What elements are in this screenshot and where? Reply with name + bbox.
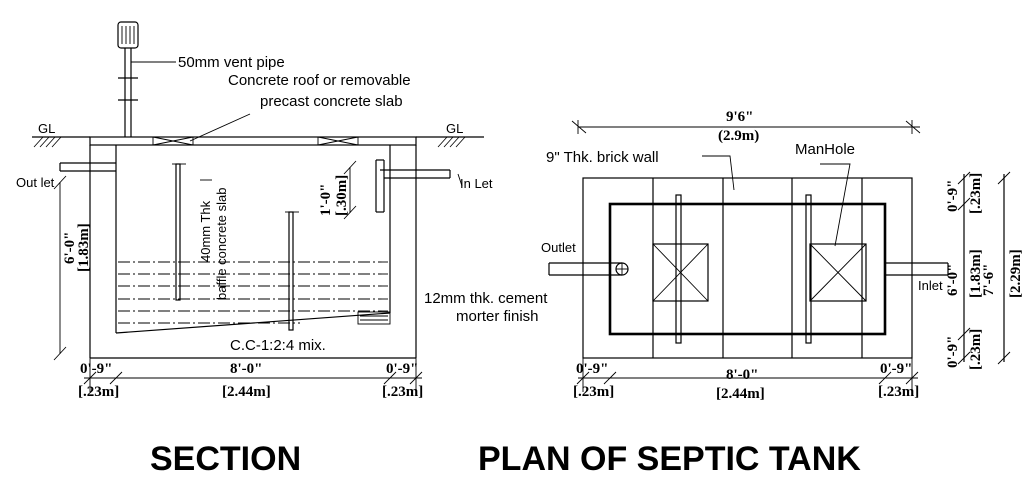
roof-slab xyxy=(89,136,417,146)
plan-inner-width-m: [1.83m] xyxy=(968,249,984,298)
plan-inner-tank xyxy=(608,202,887,336)
plan-outlet-label: Outlet xyxy=(541,240,576,255)
finish-label-line1: 12mm thk. cement xyxy=(424,290,548,307)
cement-finish-patch xyxy=(357,311,391,325)
plan-bottom-wall-m: [.23m] xyxy=(968,329,984,370)
depth-m: [1.83m] xyxy=(76,223,92,272)
section-wall-right-m: [.23m] xyxy=(382,384,423,400)
plan-bottom-wall-ft: 0'-9" xyxy=(945,336,961,369)
base-label: C.C-1:2:4 mix. xyxy=(230,337,326,354)
plan-inlet-label: Inlet xyxy=(918,278,943,293)
depth-ft: 6'-0" xyxy=(62,232,78,265)
manhole-box-1 xyxy=(652,243,709,302)
section-length-m: [2.44m] xyxy=(222,384,271,400)
removable-slab-right xyxy=(317,136,359,146)
section-wall-right-ft: 0'-9" xyxy=(386,361,419,377)
plan-wall-leader xyxy=(702,155,735,191)
roof-leader xyxy=(189,113,251,142)
removable-slab-left xyxy=(152,136,194,146)
plan-overall-ft: 9'6" xyxy=(726,109,754,125)
gl-label-right: GL xyxy=(446,121,463,136)
plan-wall-label: 9" Thk. brick wall xyxy=(546,149,659,166)
plan-title: PLAN OF SEPTIC TANK xyxy=(478,440,861,478)
vent-pipe-label: 50mm vent pipe xyxy=(178,54,285,71)
baffle-label-line1: 40mm Thk xyxy=(198,200,213,262)
baffle-wall-1 xyxy=(175,163,181,301)
gl-label-left: GL xyxy=(38,121,55,136)
plan-wall-left-ft: 0'-9" xyxy=(576,361,609,377)
plan-baffle-1 xyxy=(675,194,682,344)
plan-top-wall-ft: 0'-9" xyxy=(945,180,961,213)
plan-length-m: [2.44m] xyxy=(716,386,765,402)
inlet-drop-ft: 1'-0" xyxy=(318,184,334,217)
plan-baffle-2 xyxy=(805,194,812,344)
section-view: GL GL 50mm vent pi xyxy=(16,21,548,478)
roof-label-line1: Concrete roof or removable xyxy=(228,72,411,89)
plan-outer-wall xyxy=(582,177,913,359)
plan-total-width-ft: 7'-6" xyxy=(981,264,997,297)
section-wall-left-ft: 0'-9" xyxy=(80,361,113,377)
finish-label-line2: morter finish xyxy=(456,308,539,325)
plan-total-width-m: [2.29m] xyxy=(1008,249,1024,298)
section-wall-left-m: [.23m] xyxy=(78,384,119,400)
baffle-wall-2 xyxy=(288,211,294,331)
outlet-label: Out let xyxy=(16,175,55,190)
manhole-leader xyxy=(820,163,851,247)
section-title: SECTION xyxy=(150,440,301,478)
plan-wall-left-m: [.23m] xyxy=(573,384,614,400)
roof-label-line2: precast concrete slab xyxy=(260,93,403,110)
inlet-label: In Let xyxy=(460,176,493,191)
plan-length-ft: 8'-0" xyxy=(726,367,759,383)
plan-top-wall-m: [.23m] xyxy=(968,173,984,214)
section-length-ft: 8'-0" xyxy=(230,361,263,377)
plan-view: 9'6" (2.9m) 9" Thk. brick wall ManHole xyxy=(478,109,1024,478)
plan-inner-width-ft: 6'-0" xyxy=(945,264,961,297)
manhole-label: ManHole xyxy=(795,141,855,158)
manhole-box-2 xyxy=(809,243,867,302)
vent-cowl xyxy=(117,21,139,49)
plan-overall-m: (2.9m) xyxy=(718,128,759,144)
plan-wall-right-ft: 0'-9" xyxy=(880,361,913,377)
baffle-label-line2: baffle concrete slab xyxy=(214,188,229,301)
plan-wall-right-m: [.23m] xyxy=(878,384,919,400)
inlet-drop-m: [.30m] xyxy=(334,175,350,216)
